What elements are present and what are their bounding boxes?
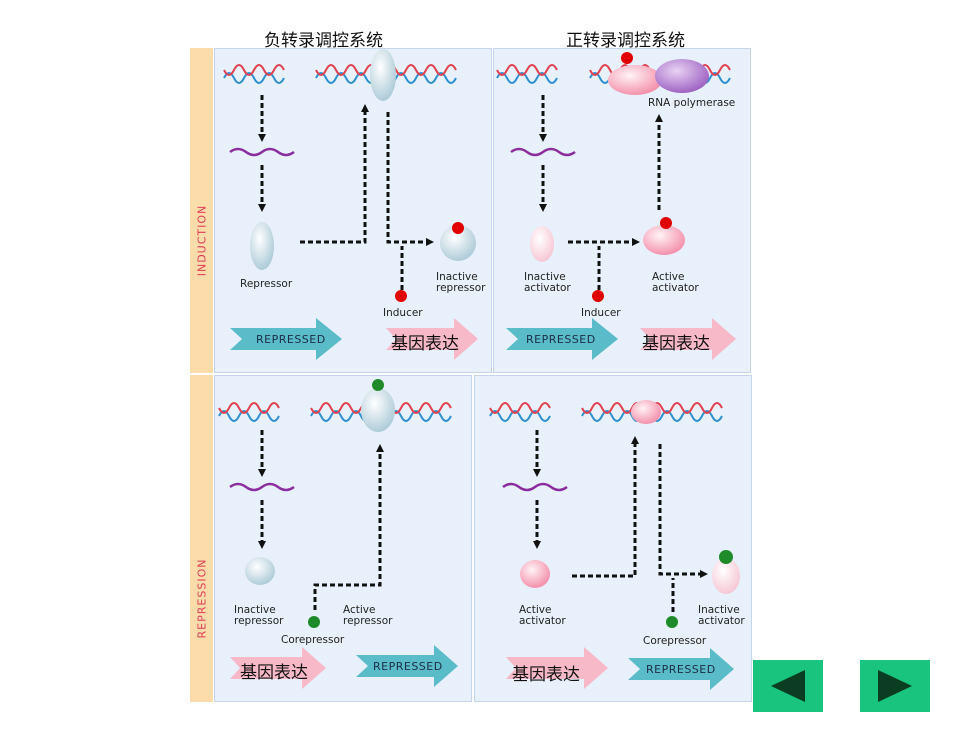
active-activator-shape: [520, 560, 550, 588]
repressor-shape: [250, 222, 274, 270]
mrna-strand: [228, 147, 296, 157]
repressed-arrow: [628, 648, 734, 690]
active-repressor-bound-shape: [361, 388, 395, 432]
mrna-strand: [501, 482, 569, 492]
positive-control-title: 正转录调控系统: [566, 31, 685, 51]
inactive-repressor-shape: [245, 557, 275, 585]
expression-arrow: [230, 647, 326, 689]
inducer-dot: [395, 290, 407, 302]
repressed-text: REPRESSED: [256, 333, 326, 346]
mrna-strand: [228, 482, 296, 492]
expression-arrow: [506, 647, 608, 689]
next-button[interactable]: [860, 660, 930, 712]
corepressor-dot: [308, 616, 320, 628]
corepressor-label: Corepressor: [281, 634, 345, 646]
rna-polymerase-label: RNA polymerase: [648, 97, 736, 109]
dna-strand: [218, 402, 280, 422]
repressed-text: REPRESSED: [526, 333, 596, 346]
expression-arrow: [640, 318, 736, 360]
inducer-label: Inducer: [383, 307, 423, 319]
repressor-bound-shape: [370, 49, 396, 101]
inducer-label: Inducer: [581, 307, 621, 319]
induction-band: [190, 48, 213, 373]
active-activator-shape: [643, 225, 685, 255]
repressor-label: Repressor: [240, 278, 293, 290]
repressed-arrow: [230, 318, 342, 360]
dna-strand: [223, 64, 285, 84]
mrna-strand: [509, 147, 577, 157]
dna-strand: [489, 402, 551, 422]
negative-control-title: 负转录调控系统: [264, 31, 383, 51]
rna-polymerase-shape: [655, 59, 709, 93]
expression-arrow: [386, 318, 478, 360]
inactive-activator-shape: [530, 226, 554, 262]
triangle-right-icon: [878, 670, 912, 702]
gene-expression-text: 基因表达: [240, 663, 308, 683]
corepressor-dot: [666, 616, 678, 628]
repressed-text: REPRESSED: [646, 663, 716, 676]
inactive-activator-shape: [712, 558, 740, 594]
previous-button[interactable]: [753, 660, 823, 712]
gene-expression-text: 基因表达: [642, 334, 710, 354]
dna-strand: [496, 64, 558, 84]
inactive-repressor-shape: [440, 225, 476, 261]
repressed-arrow: [506, 318, 618, 360]
panel-positive-induction: [493, 48, 751, 373]
repression-band: [190, 375, 213, 702]
repressed-text: REPRESSED: [373, 660, 443, 673]
panel-negative-repression: [214, 375, 472, 702]
gene-expression-text: 基因表达: [512, 665, 580, 685]
activator-bound-shape: [631, 400, 661, 424]
panel-positive-repression: [474, 375, 752, 702]
corepressor-label: Corepressor: [643, 635, 707, 647]
gene-expression-text: 基因表达: [391, 334, 459, 354]
inducer-dot: [592, 290, 604, 302]
triangle-left-icon: [771, 670, 805, 702]
repressed-arrow: [356, 645, 458, 687]
